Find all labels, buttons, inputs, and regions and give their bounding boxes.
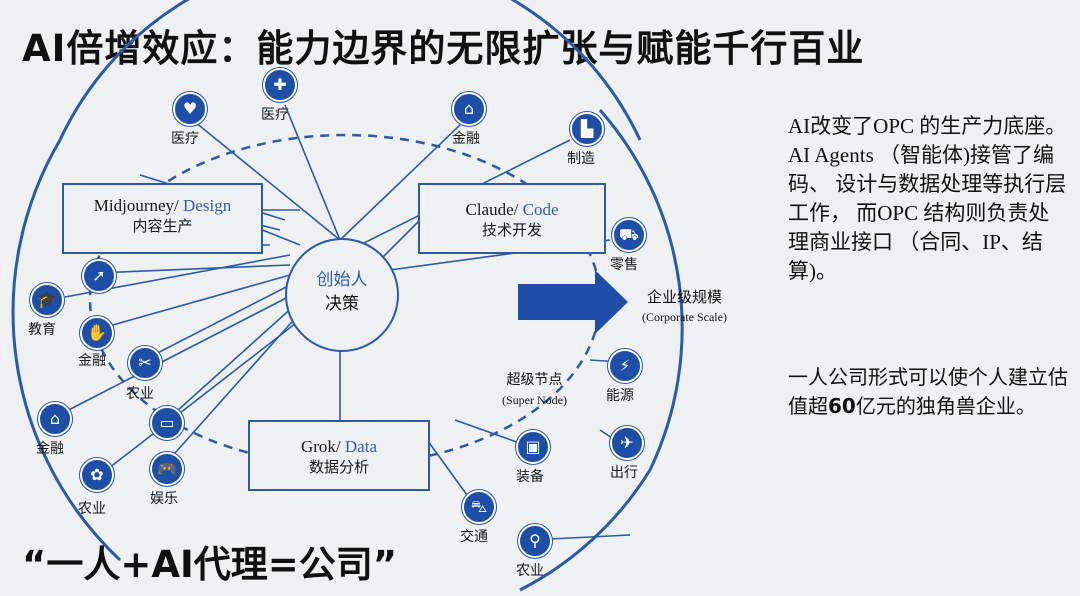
data-box-accent: Data <box>344 437 377 456</box>
design-box: Midjourney/ Design 内容生产 <box>62 183 263 254</box>
code-box-tool: Claude/ <box>465 200 519 219</box>
icon-label-entertainment: 娱乐 <box>150 491 178 507</box>
rocket-icon: ➚ <box>82 259 116 293</box>
design-box-accent: Design <box>183 196 232 215</box>
cart-icon: ⛟ <box>612 218 646 252</box>
icon-label-education: 教育 <box>28 322 56 338</box>
page-title: AI倍增效应：能力边界的无限扩张与赋能千行百业 <box>22 27 865 70</box>
outer-ring-right <box>598 109 684 471</box>
location-pin-icon: ⚲ <box>518 524 552 558</box>
unicorn-value: 60 <box>828 394 856 418</box>
outer-ring-left <box>11 139 122 562</box>
corporate-scale-zh: 企业级规模 <box>646 288 722 306</box>
founder-node: 创始人 决策 <box>285 238 399 352</box>
slogan: “一人+AI代理=公司” <box>22 543 398 586</box>
super-node-label: 超级节点 (Super Node) <box>502 370 567 410</box>
opc-description: AI改变了OPC 的生产力底座。AI Agents （智能体)接管了编码、 设计… <box>788 114 1067 283</box>
corporate-scale-en: (Corporate Scale) <box>642 310 727 324</box>
unicorn-statement: 一人公司形式可以使个人建立估值超60亿元的独角兽企业。 <box>788 363 1068 421</box>
icon-label-agriculture-2: 农业 <box>126 386 154 402</box>
outer-ring-bottom <box>519 469 652 592</box>
heart-pulse-icon: ♥ <box>173 92 207 126</box>
car-icon: ⛍ <box>462 490 496 524</box>
unicorn-text-after: 亿元的独角兽企业。 <box>855 394 1036 418</box>
factory-icon: ▙ <box>570 112 604 146</box>
outer-ring <box>58 0 642 141</box>
icon-label-equipment: 装备 <box>516 469 544 485</box>
icon-label-healthcare-1: 医疗 <box>171 131 199 147</box>
hand-coin-icon: ✋ <box>80 316 114 350</box>
bank-icon-2: ⌂ <box>38 402 72 436</box>
tools-icon: ✂ <box>128 346 162 380</box>
airplane-icon: ✈ <box>610 426 644 460</box>
lightning-icon: ⚡ <box>608 349 642 383</box>
icon-label-retail: 零售 <box>610 257 638 273</box>
icon-label-finance-3: 金融 <box>36 441 64 457</box>
medical-kit-icon: ✚ <box>263 68 297 102</box>
bank-icon: ⌂ <box>452 92 486 126</box>
code-box-accent: Code <box>522 200 559 219</box>
data-box: Grok/ Data 数据分析 <box>248 420 430 491</box>
data-box-label: 数据分析 <box>308 458 369 476</box>
icon-label-manufacturing: 制造 <box>567 151 595 167</box>
founder-label: 创始人 <box>316 270 368 290</box>
icon-label-agriculture-3: 农业 <box>78 501 106 517</box>
graduation-cap-icon: 🎓 <box>30 283 64 317</box>
gamepad-icon: 🎮 <box>150 452 184 486</box>
icon-label-energy: 能源 <box>606 388 634 404</box>
data-box-tool: Grok/ <box>300 437 341 456</box>
icon-label-transport: 交通 <box>460 529 488 545</box>
super-node-zh: 超级节点 <box>506 372 563 388</box>
super-node-en: (Super Node) <box>502 393 567 407</box>
plant-icon: ✿ <box>80 458 114 492</box>
icon-label-finance-2: 金融 <box>78 353 106 369</box>
device-icon: ▭ <box>150 406 184 440</box>
design-box-tool: Midjourney/ <box>93 196 179 215</box>
wallet-icon: ▣ <box>516 430 550 464</box>
icon-label-healthcare-2: 医疗 <box>261 107 289 123</box>
corporate-scale-label: 企业级规模 (Corporate Scale) <box>642 287 727 327</box>
unicorn-text-before: 一人公司形式可以使个人建立估值超 <box>788 365 1068 418</box>
decision-label: 决策 <box>325 294 359 314</box>
icon-label-finance-1: 金融 <box>452 131 480 147</box>
icon-label-travel: 出行 <box>610 465 638 481</box>
code-box: Claude/ Code 技术开发 <box>418 183 606 254</box>
design-box-label: 内容生产 <box>132 217 193 235</box>
icon-label-agriculture-1: 农业 <box>516 563 544 579</box>
scale-arrow <box>518 270 628 334</box>
code-box-label: 技术开发 <box>481 221 542 239</box>
